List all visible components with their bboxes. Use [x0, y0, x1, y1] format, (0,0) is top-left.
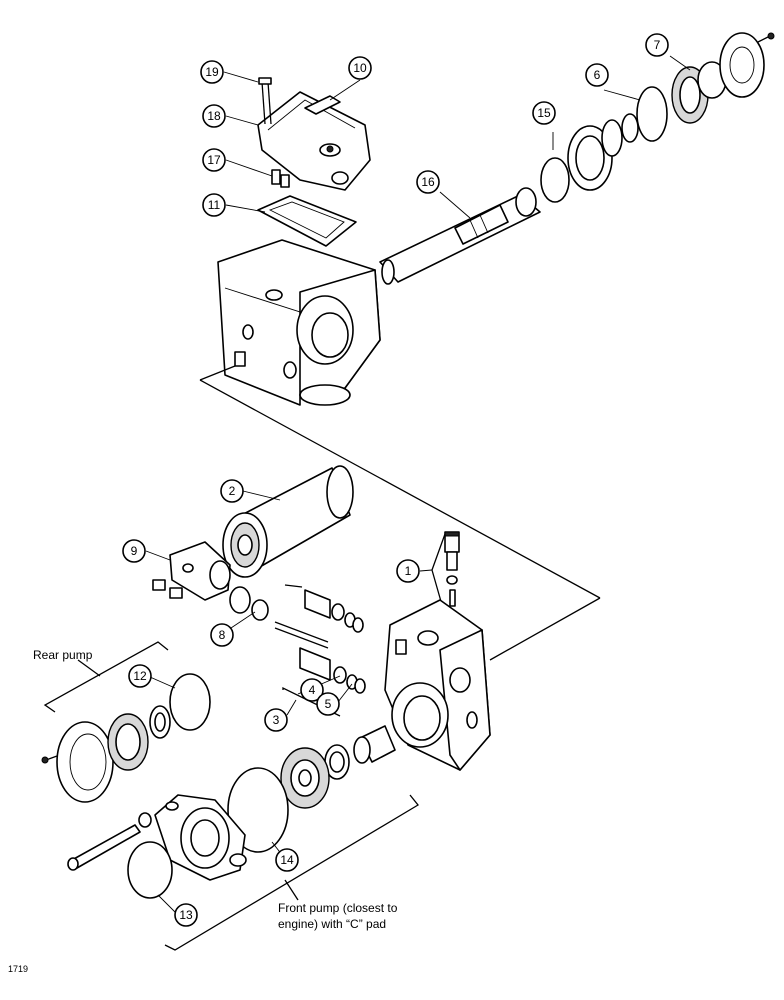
bolt-part	[67, 812, 152, 871]
callout-9: 9	[122, 539, 146, 563]
front-pump-label-line2: engine) with “C” pad	[278, 917, 386, 931]
bracket-line	[43, 641, 169, 713]
lower-pump-housing	[384, 599, 491, 771]
callout-1: 1	[396, 559, 420, 583]
callout-6-label: 6	[594, 68, 601, 82]
callout-15: 15	[532, 101, 556, 125]
coupling-part	[324, 725, 396, 780]
callout-3: 3	[264, 708, 288, 732]
callout-7-label: 7	[654, 38, 661, 52]
rear-pump-parts	[41, 673, 211, 803]
leader-line	[199, 379, 601, 599]
callout-5: 5	[316, 692, 340, 716]
callout-11-label: 11	[208, 198, 221, 212]
callout-2: 2	[220, 479, 244, 503]
callout-3-label: 3	[273, 713, 280, 727]
callout-12: 12	[128, 664, 152, 688]
callout-1-label: 1	[405, 564, 412, 578]
callout-19: 19	[200, 60, 224, 84]
bracket-line	[431, 533, 446, 606]
bracket-part	[304, 95, 341, 115]
front-adapter-plate	[154, 794, 247, 881]
bolt-part	[258, 77, 272, 125]
callout-16: 16	[416, 170, 440, 194]
seal-plate-part	[280, 747, 330, 809]
fitting-part	[271, 169, 290, 188]
callout-17: 17	[202, 148, 226, 172]
cover-housing-part	[257, 91, 371, 191]
callout-14-label: 14	[280, 853, 294, 867]
callout-10: 10	[348, 56, 372, 80]
leader-line	[284, 879, 299, 901]
callout-4: 4	[300, 678, 324, 702]
callout-18-label: 18	[207, 109, 221, 123]
callout-16-label: 16	[421, 175, 435, 189]
flange-plate-part	[719, 32, 775, 98]
leader-line	[489, 597, 601, 661]
callout-4-label: 4	[309, 683, 316, 697]
bracket-line	[164, 794, 419, 951]
callout-12-label: 12	[133, 669, 147, 683]
ring-part	[251, 599, 269, 621]
callout-2-label: 2	[229, 484, 236, 498]
figure-id: 1719	[8, 964, 28, 974]
o-ring-part	[227, 767, 289, 853]
callout-6: 6	[585, 63, 609, 87]
callout-8-label: 8	[219, 628, 226, 642]
relief-valve-part	[444, 531, 460, 607]
callout-13: 13	[174, 903, 198, 927]
valve-cartridge-part	[274, 584, 366, 694]
callout-leaders	[145, 55, 691, 913]
callout-19-label: 19	[205, 65, 219, 79]
callout-17-label: 17	[207, 153, 221, 167]
filter-head-part	[152, 541, 251, 614]
leader-line	[199, 365, 236, 381]
filter-part	[222, 465, 354, 578]
upper-pump-housing	[217, 239, 381, 406]
callout-14: 14	[275, 848, 299, 872]
callout-10-label: 10	[353, 61, 367, 75]
o-ring-part	[636, 86, 668, 142]
rear-pump-label: Rear pump	[33, 648, 93, 662]
callout-11: 11	[202, 193, 226, 217]
callout-18: 18	[202, 104, 226, 128]
drive-shaft-part	[379, 187, 541, 285]
seal-part	[671, 61, 727, 124]
o-ring-part	[127, 841, 173, 899]
callout-5-label: 5	[325, 697, 332, 711]
callout-8: 8	[210, 623, 234, 647]
front-pump-label-line1: Front pump (closest to	[278, 901, 398, 915]
callout-9-label: 9	[131, 544, 138, 558]
callout-13-label: 13	[179, 908, 193, 922]
bearing-part	[540, 113, 639, 203]
leader-line	[77, 659, 101, 677]
callout-7: 7	[645, 33, 669, 57]
callout-15-label: 15	[537, 106, 551, 120]
